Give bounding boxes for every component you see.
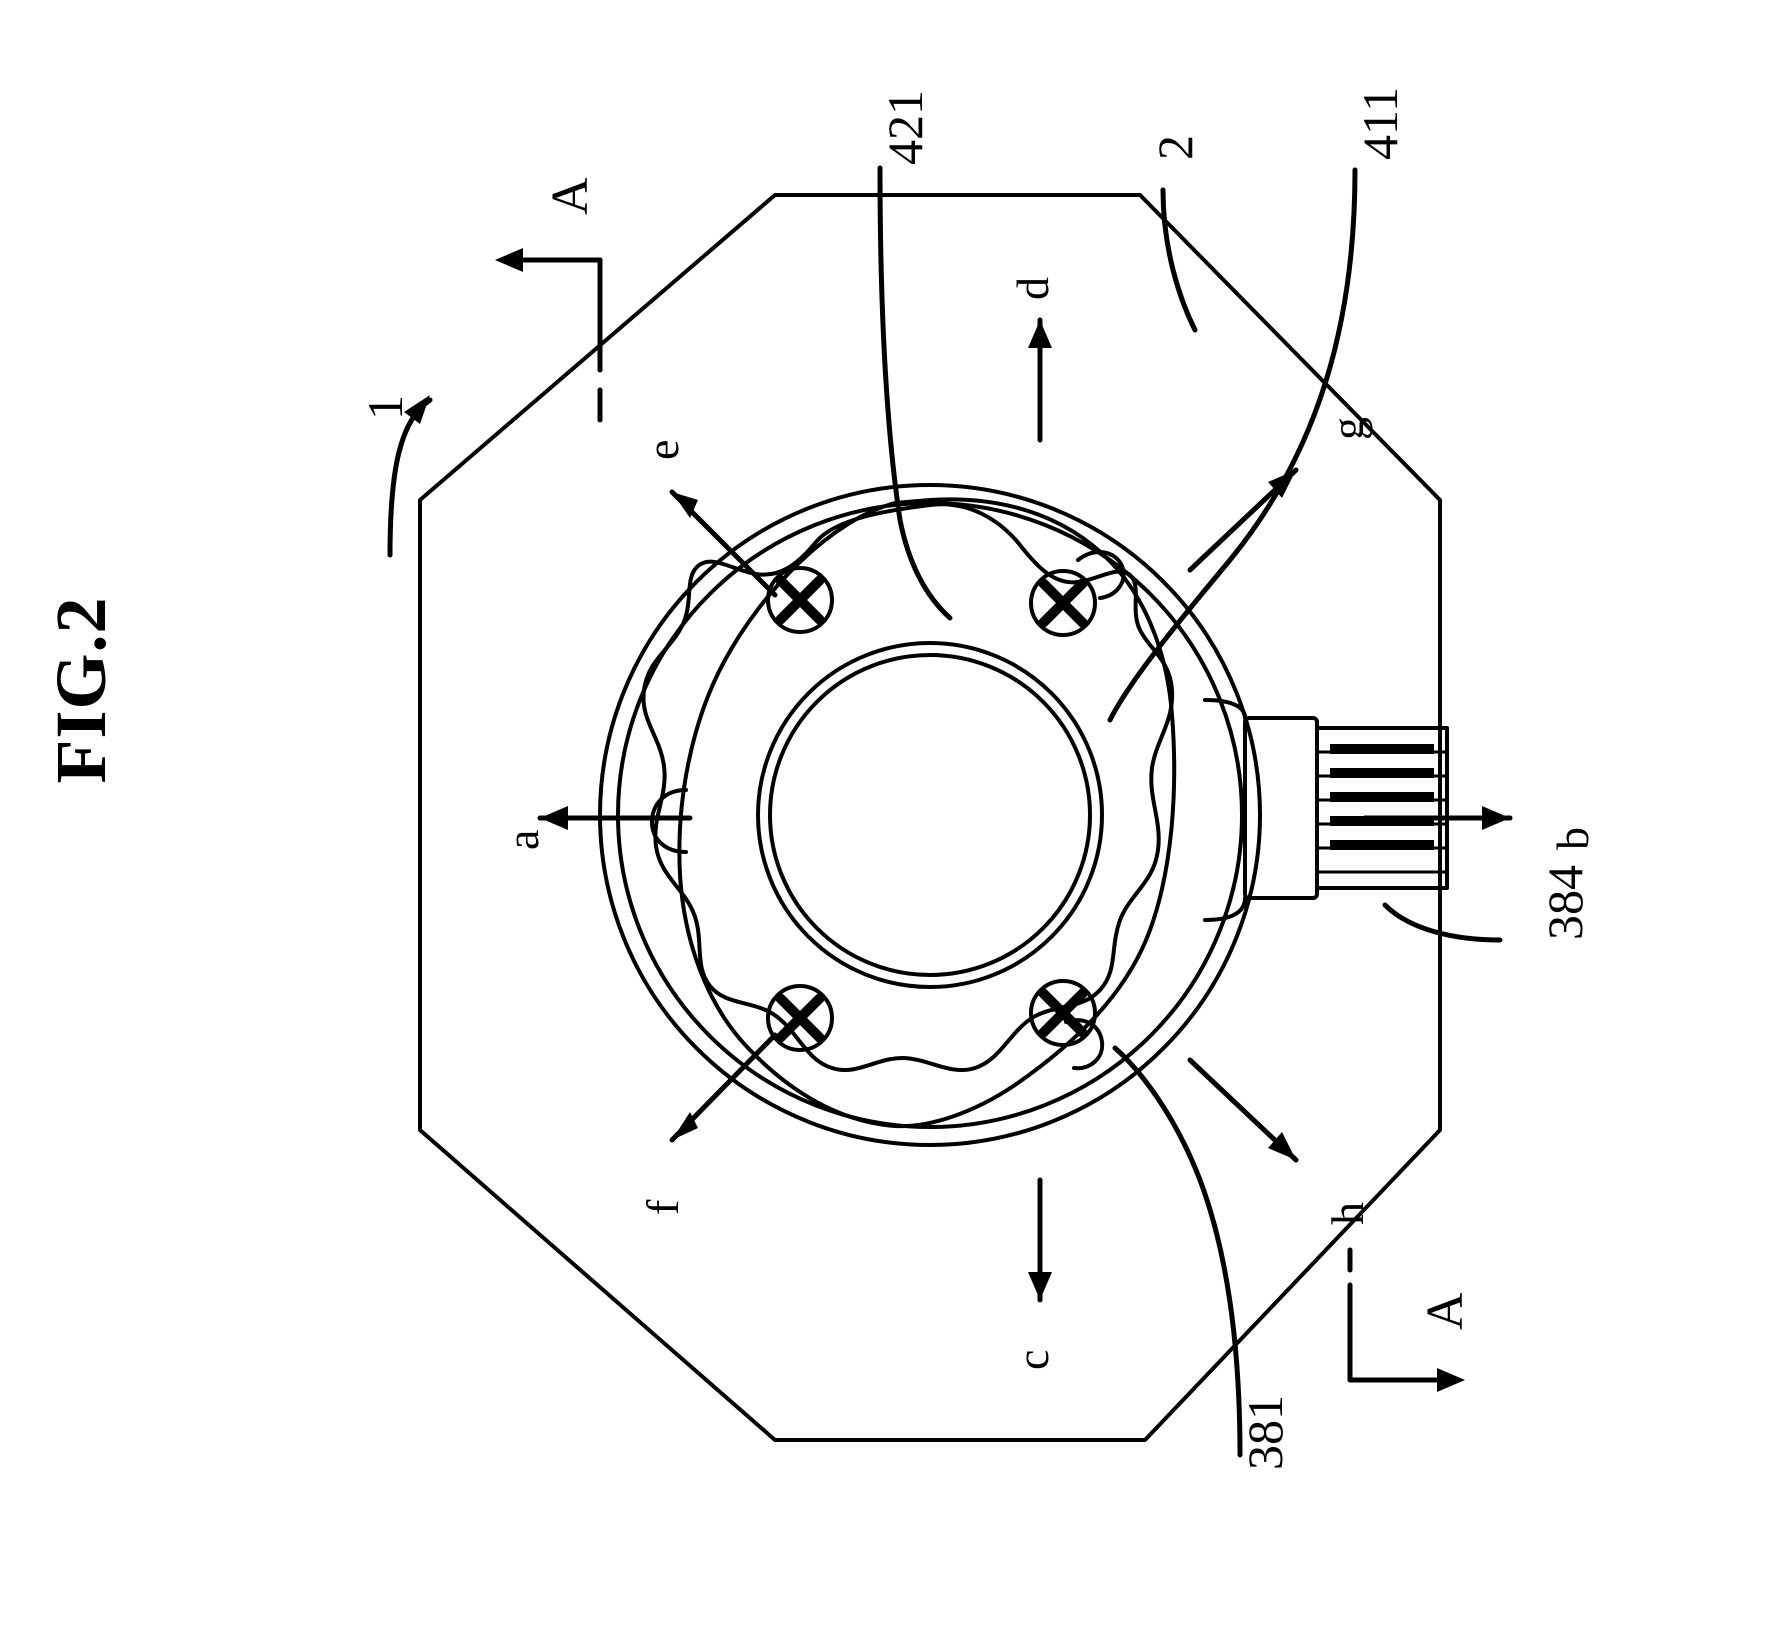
arrow-label-c: c <box>1007 1349 1058 1370</box>
screw-bottom-left <box>766 984 834 1052</box>
ref-numeral-384: 384 <box>1537 865 1593 940</box>
leader-411 <box>1107 167 1358 723</box>
housing-outer-circle <box>598 483 1262 1147</box>
arrow-label-h: h <box>1322 1202 1373 1225</box>
section-label-a-top: A <box>542 177 599 215</box>
leader-2 <box>1160 187 1198 333</box>
section-marker-bottom <box>1347 1247 1465 1392</box>
top-right-lug <box>1076 550 1126 600</box>
arrow-label-d: d <box>1007 277 1058 300</box>
arrow-d <box>1028 317 1052 443</box>
arrow-c <box>1028 1177 1052 1303</box>
arrow-label-b: b <box>1547 827 1598 850</box>
arrow-label-a: a <box>497 829 548 850</box>
leader-421 <box>877 165 953 621</box>
ref-numeral-381: 381 <box>1237 1395 1293 1470</box>
arrow-label-f: f <box>637 1199 688 1215</box>
bottom-right-lug <box>1064 1018 1105 1071</box>
octagon-plate <box>418 193 1442 1442</box>
connector-block <box>1203 698 1449 922</box>
arrow-e <box>669 489 778 598</box>
arrow-h <box>1187 1057 1299 1163</box>
arrow-a <box>537 806 693 830</box>
section-marker-top <box>495 248 603 423</box>
housing-body-outline <box>677 497 1177 1129</box>
screw-top-left <box>766 566 834 634</box>
screw-bottom-right <box>1029 979 1097 1047</box>
ref-numeral-411: 411 <box>1352 86 1408 160</box>
leader-381 <box>1112 1045 1243 1458</box>
arrow-label-e: e <box>637 439 688 460</box>
central-bore-outer <box>756 641 1104 989</box>
left-lug <box>650 788 688 854</box>
cam-contour <box>641 502 1175 1072</box>
arrow-f <box>669 1032 778 1143</box>
ref-numeral-421: 421 <box>877 90 933 165</box>
section-label-a-bottom: A <box>1417 1292 1474 1330</box>
leader-1 <box>387 397 433 558</box>
arrow-label-g: g <box>1322 417 1373 440</box>
arrow-b <box>1362 806 1513 830</box>
central-bore-inner <box>768 653 1092 977</box>
ref-numeral-2: 2 <box>1147 135 1203 160</box>
ref-numeral-1: 1 <box>357 395 413 420</box>
screw-top-right <box>1029 569 1097 637</box>
leader-384 <box>1382 902 1503 943</box>
